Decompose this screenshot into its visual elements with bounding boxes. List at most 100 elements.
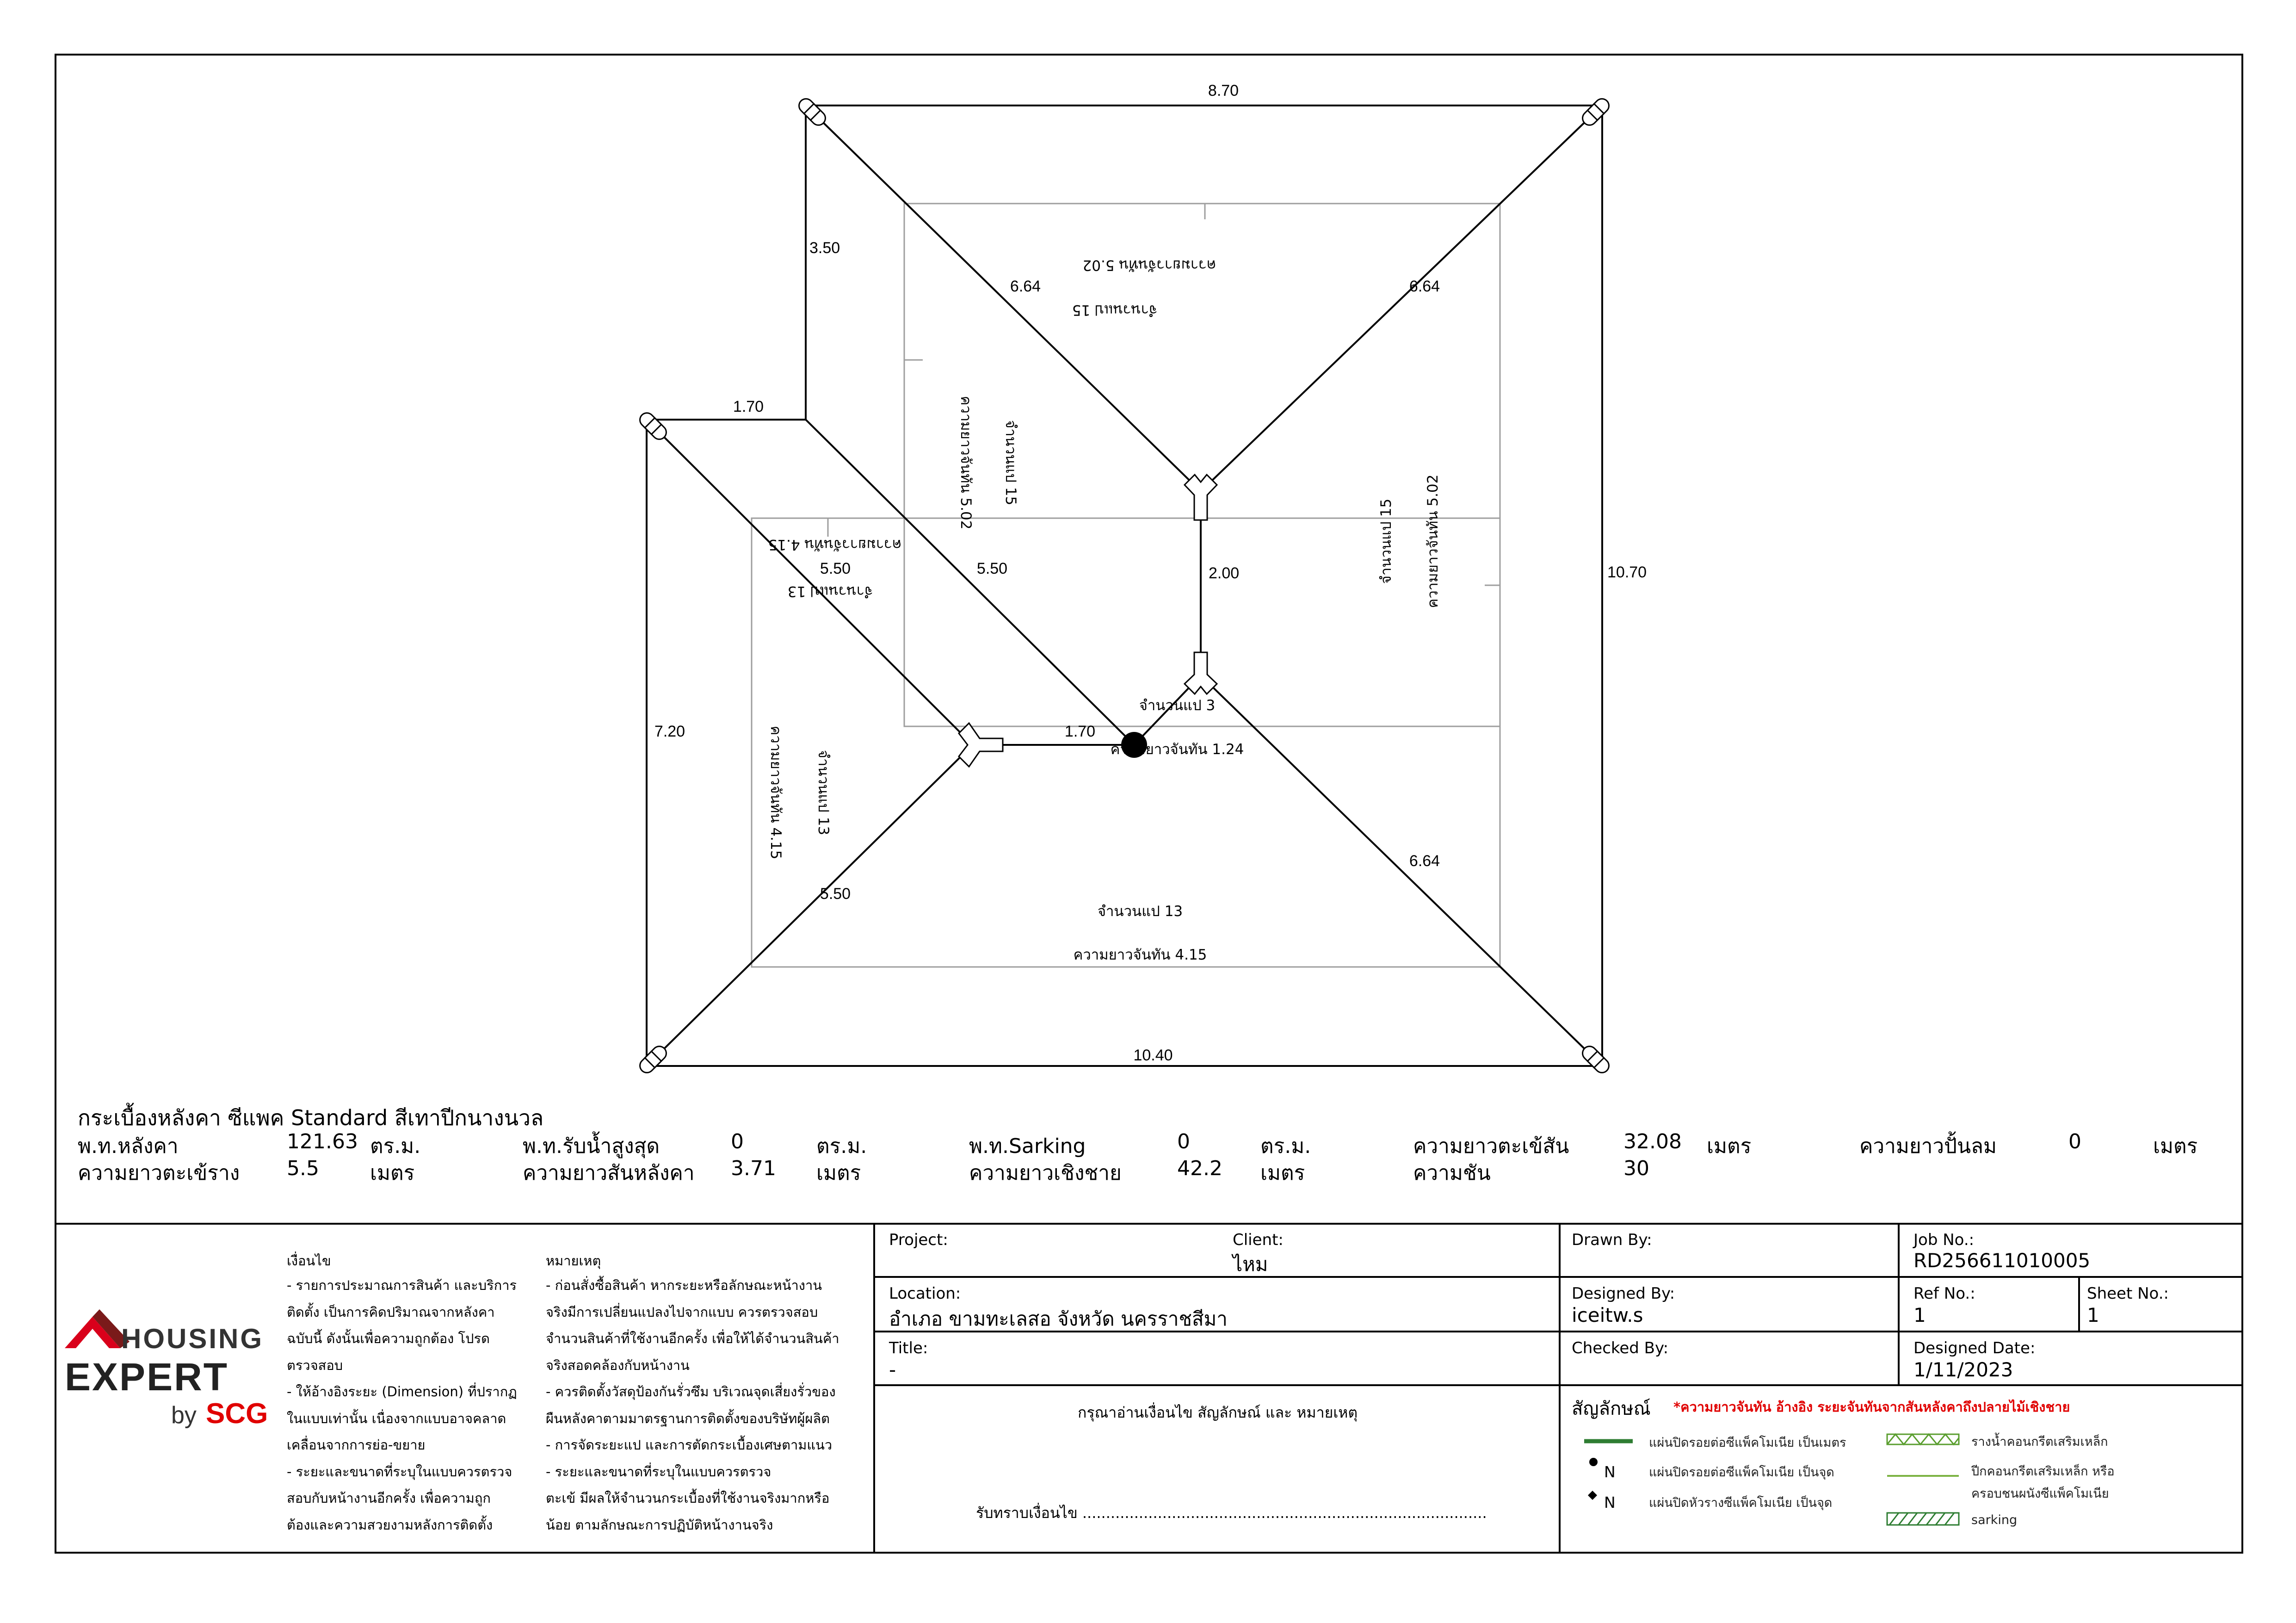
sheet-no-value: 1 xyxy=(2087,1304,2099,1326)
remark-line: - การจัดระยะแป และการตัดกระเบื้องเศษตามแ… xyxy=(546,1437,833,1453)
acknowledge-line: รับทราบเงื่อนไข ........................… xyxy=(976,1504,1487,1522)
spec-sarking-area-value: 0 xyxy=(1177,1130,1190,1153)
legend-n-mark: N xyxy=(1604,1463,1616,1481)
hip-bottom-right xyxy=(1200,675,1603,1067)
condition-line: - ระยะและขนาดที่ระบุในแบบควรตรวจ xyxy=(287,1463,512,1480)
dim-hip-bottom-right: 6.64 xyxy=(1409,852,1440,870)
condition-line: ตรวจสอบ xyxy=(287,1357,343,1373)
legend-diamond-icon xyxy=(1588,1491,1597,1500)
hip-top-right xyxy=(1200,105,1603,492)
dim-bottom: 10.40 xyxy=(1133,1047,1173,1064)
project-label: Project: xyxy=(889,1231,948,1249)
logo-scg: SCG xyxy=(206,1398,268,1430)
spec-valley-length-label: ความยาวตะเข้ราง xyxy=(78,1161,240,1185)
sheet-no-label: Sheet No.: xyxy=(2087,1284,2169,1303)
spec-barge-length-unit: เมตร xyxy=(2153,1134,2198,1158)
spec-hip-length-value: 32.08 xyxy=(1623,1130,1682,1153)
designed-date-label: Designed Date: xyxy=(1913,1339,2036,1357)
remark-line: - ระยะและขนาดที่ระบุในแบบควรตรวจ xyxy=(546,1463,772,1480)
panel-upper-left-length: ความยาวจันทัน 4.15 xyxy=(768,536,902,553)
remark-line: จำนวนสินค้าที่ใช้งานอีกครั้ง เพื่อให้ได้… xyxy=(546,1331,839,1346)
y-connectors xyxy=(958,473,1218,768)
remark-line: ผืนหลังคาตามมาตรฐานการติดตั้งของบริษัทผู… xyxy=(546,1410,830,1426)
panel-top-length: ความยาวจันทัน 5.02 xyxy=(1083,257,1216,273)
logo-housing: HOUSING xyxy=(121,1323,264,1354)
logo-expert: EXPERT xyxy=(65,1355,228,1399)
legend-item-joint-point: แผ่นปิดรอยต่อซีแพ็คโมเนีย เป็นจุด xyxy=(1649,1465,1834,1480)
dim-step-horizontal: 1.70 xyxy=(733,398,764,415)
y-connector-top xyxy=(1183,473,1218,521)
spec-sarking-area-unit: ตร.ม. xyxy=(1260,1134,1311,1158)
remark-line: - ก่อนสั่งซื้อสินค้า หากระยะหรือลักษณะหน… xyxy=(546,1277,822,1293)
spec-max-water-area-label: พ.ท.รับน้ำสูงสุด xyxy=(523,1134,660,1158)
y-connector-mid xyxy=(1183,651,1218,695)
spec-ridge-length-label: ความยาวสันหลังคา xyxy=(523,1161,695,1185)
condition-line: ในแบบเท่านั้น เนื่องจากแบบอาจคลาด xyxy=(287,1410,506,1426)
panel-center-count: จำนวนแป 3 xyxy=(1139,697,1216,714)
spec-max-water-area-unit: ตร.ม. xyxy=(816,1134,867,1158)
spec-slope-value: 30 xyxy=(1623,1157,1649,1180)
panel-top-count: จำนวนแป 15 xyxy=(1072,302,1157,318)
spec-valley-length-unit: เมตร xyxy=(370,1161,415,1185)
legend-item-concrete-gutter: รางน้ำคอนกรีตเสริมเหล็ก xyxy=(1971,1435,2108,1449)
designed-by-value: iceitw.s xyxy=(1572,1304,1643,1326)
corner-caps xyxy=(639,98,1610,1073)
dimension-labels: 8.70 10.70 10.40 7.20 3.50 1.70 6.64 6.6… xyxy=(654,82,1647,1064)
hip-left-upper xyxy=(646,419,974,746)
logo-by: by xyxy=(171,1402,197,1429)
spec-valley-length-value: 5.5 xyxy=(287,1157,319,1180)
dim-step-vertical: 3.50 xyxy=(809,239,840,257)
dim-hip-left-lower: 5.50 xyxy=(820,885,851,903)
panel-bottom-length: ความยาวจันทัน 4.15 xyxy=(1074,947,1207,963)
condition-line: เคลื่อนจากการย่อ-ขยาย xyxy=(287,1437,426,1453)
spec-eave-length-unit: เมตร xyxy=(1260,1161,1305,1185)
spec-hip-length-unit: เมตร xyxy=(1707,1134,1752,1158)
spec-eave-length-value: 42.2 xyxy=(1177,1157,1222,1180)
panel-right-length: ความยาวจันทัน 5.02 xyxy=(1425,475,1441,608)
read-notice: กรุณาอ่านเงื่อนไข สัญลักษณ์ และ หมายเหตุ xyxy=(1078,1404,1358,1421)
dim-ridge-horizontal: 1.70 xyxy=(1065,723,1095,740)
panel-annotations: จำนวนแป 15 ความยาวจันทัน 5.02 จำนวนแป 15… xyxy=(767,257,1441,963)
spec-roof-area-label: พ.ท.หลังคา xyxy=(78,1134,179,1158)
remarks-list: - ก่อนสั่งซื้อสินค้า หากระยะหรือลักษณะหน… xyxy=(546,1272,839,1538)
dim-hip-left-upper: 5.50 xyxy=(820,560,851,577)
panel-bottom-count: จำนวนแป 13 xyxy=(1098,903,1183,920)
hip-left-lower xyxy=(646,744,974,1067)
job-no-value: RD256611010005 xyxy=(1913,1249,2091,1272)
logo: HOUSING EXPERT by SCG xyxy=(65,1309,268,1430)
designed-date-value: 1/11/2023 xyxy=(1913,1358,2013,1381)
center-junction xyxy=(1121,732,1147,758)
conditions-list: - รายการประมาณการสินค้า และบริการ ติดตั้… xyxy=(287,1272,517,1538)
dim-hip-top-right: 6.64 xyxy=(1409,278,1440,295)
ref-no-label: Ref No.: xyxy=(1913,1284,1975,1303)
remark-line: จริงสอดคล้องกับหน้างาน xyxy=(546,1357,690,1373)
condition-line: ต้องและความสวยงามหลังการติดตั้ง xyxy=(287,1517,493,1533)
legend-dot-icon xyxy=(1589,1458,1598,1466)
legend-title: สัญลักษณ์ xyxy=(1572,1398,1651,1419)
panel-inner-length: ความยาวจันทัน 5.02 xyxy=(957,396,974,530)
sheet-border xyxy=(55,54,2243,1554)
location-value: อำเภอ ขามทะเลสอ จังหวัด นครราชสีมา xyxy=(889,1307,1228,1330)
legend-item-concrete-wing: ปีกคอนกรีตเสริมเหล็ก หรือ xyxy=(1971,1464,2115,1479)
spec-slope-label: ความชัน xyxy=(1413,1161,1491,1185)
valley-step xyxy=(805,419,1135,746)
legend-item-gutter-head: แผ่นปิดหัวรางซีแพ็คโมเนีย เป็นจุด xyxy=(1649,1496,1833,1510)
designed-by-label: Designed By: xyxy=(1572,1284,1675,1303)
legend-n-mark: N xyxy=(1604,1493,1616,1511)
remarks-heading: หมายเหตุ xyxy=(546,1253,601,1269)
job-no-label: Job No.: xyxy=(1913,1231,1975,1249)
spec-barge-length-label: ความยาวปั้นลม xyxy=(1859,1134,1997,1158)
checked-by-label: Checked By: xyxy=(1572,1339,1669,1357)
spec-roof-area-value: 121.63 xyxy=(287,1130,358,1153)
remark-line: น้อย ตามลักษณะการปฏิบัติหน้างานจริง xyxy=(546,1517,773,1533)
remark-line: จริงมีการเปลี่ยนแปลงไปจากแบบ ควรตรวจสอบ xyxy=(546,1304,818,1320)
y-connector-left xyxy=(958,722,1004,768)
spec-ridge-length-unit: เมตร xyxy=(816,1161,861,1185)
conditions-heading: เงื่อนไข xyxy=(287,1253,331,1269)
spec-title: กระเบื้องหลังคา ซีแพค Standard สีเทาปีกน… xyxy=(78,1105,544,1130)
client-value: ไหม xyxy=(1233,1253,1268,1276)
dim-ridge-vertical: 2.00 xyxy=(1209,564,1239,582)
spec-ridge-length-value: 3.71 xyxy=(731,1157,776,1180)
panel-left-length: ความยาวจันทัน 4.15 xyxy=(767,726,784,860)
